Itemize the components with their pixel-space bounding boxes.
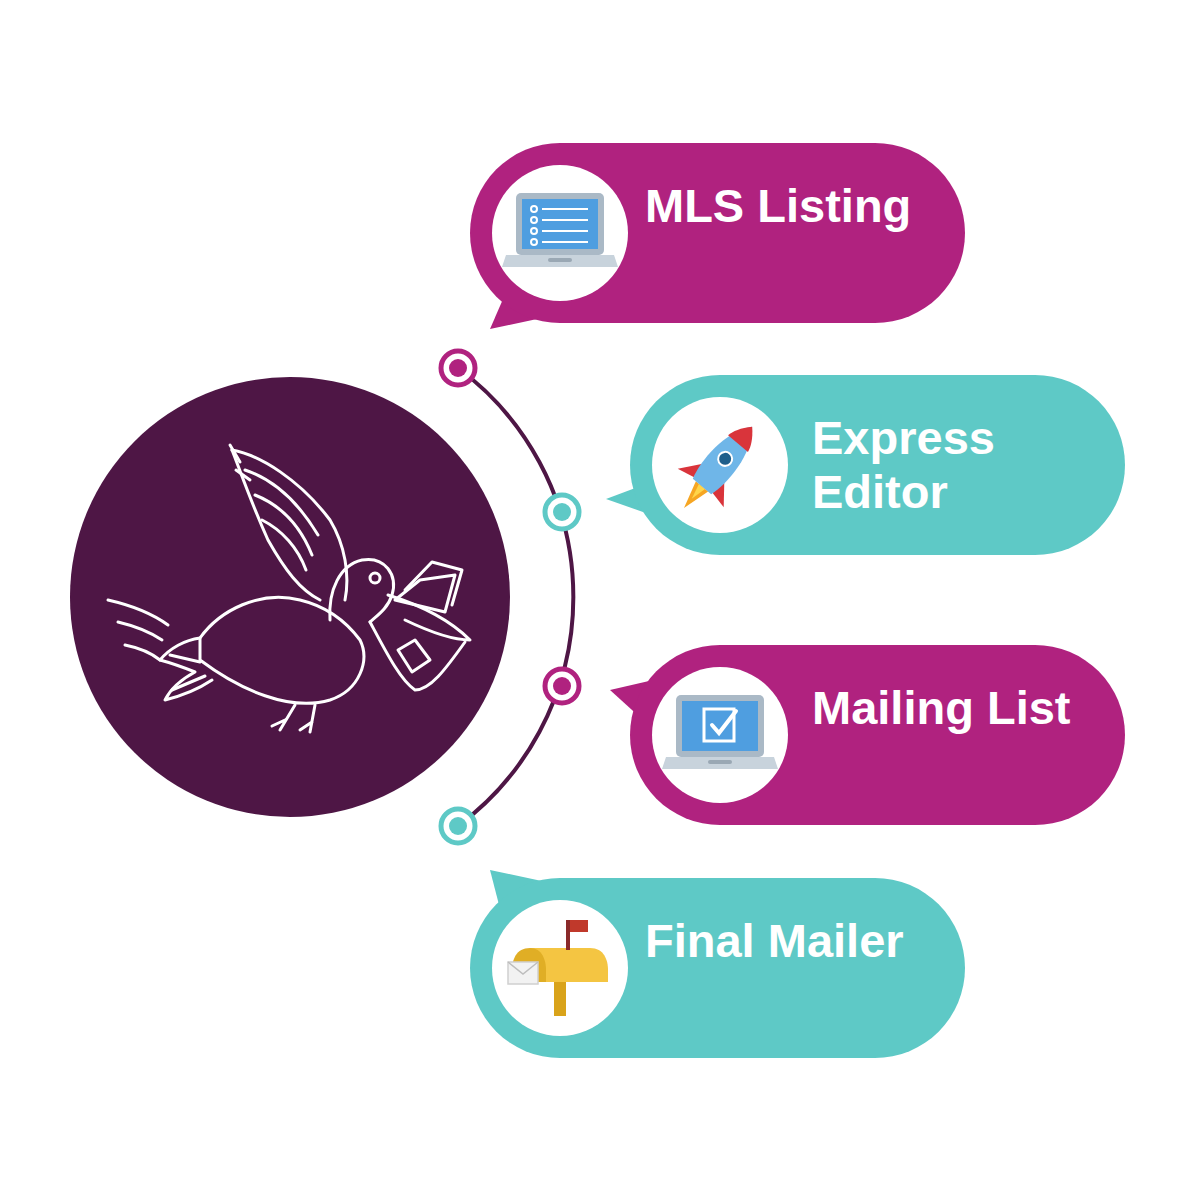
step-icon [502,193,618,267]
pelican-illustration [108,445,470,732]
step-label: Express Editor [812,411,1082,519]
timeline-dot [441,809,475,843]
rocket-icon [661,407,775,527]
timeline-arc [458,368,573,826]
mailbox-icon [508,920,608,1016]
timeline-dot [545,495,579,529]
laptop-check-icon [662,695,778,769]
bubble-shape [470,143,965,323]
bubble-shape [470,878,965,1058]
timeline-dot-core [449,817,467,835]
timeline-dot [545,669,579,703]
timeline-dots [441,351,579,843]
speech-bubble-step: Final Mailer [470,878,965,1058]
speech-bubble-step: Express Editor [630,375,1125,555]
laptop-list-icon [502,193,618,267]
step-label: MLS Listing [645,179,911,233]
speech-bubble-step: Mailing List [630,645,1125,825]
icon-disc [492,900,628,1036]
step-label: Mailing List [812,681,1071,735]
logo-circle [70,377,510,817]
icon-disc [492,165,628,301]
timeline-dot-core [553,677,571,695]
bubble-pill [630,645,1125,825]
step-icon [508,920,608,1016]
timeline-dot-core [449,359,467,377]
step-label: Final Mailer [645,914,904,968]
bubble-pill [630,375,1125,555]
bubble-shape [630,645,1125,825]
timeline-dot [441,351,475,385]
bubble-pill [470,143,965,323]
speech-bubble-step: MLS Listing [470,143,965,323]
bubble-pill [470,878,965,1058]
timeline-dot-core [553,503,571,521]
step-icon [661,407,775,527]
icon-disc [652,397,788,533]
step-icon [662,695,778,769]
icon-disc [652,667,788,803]
